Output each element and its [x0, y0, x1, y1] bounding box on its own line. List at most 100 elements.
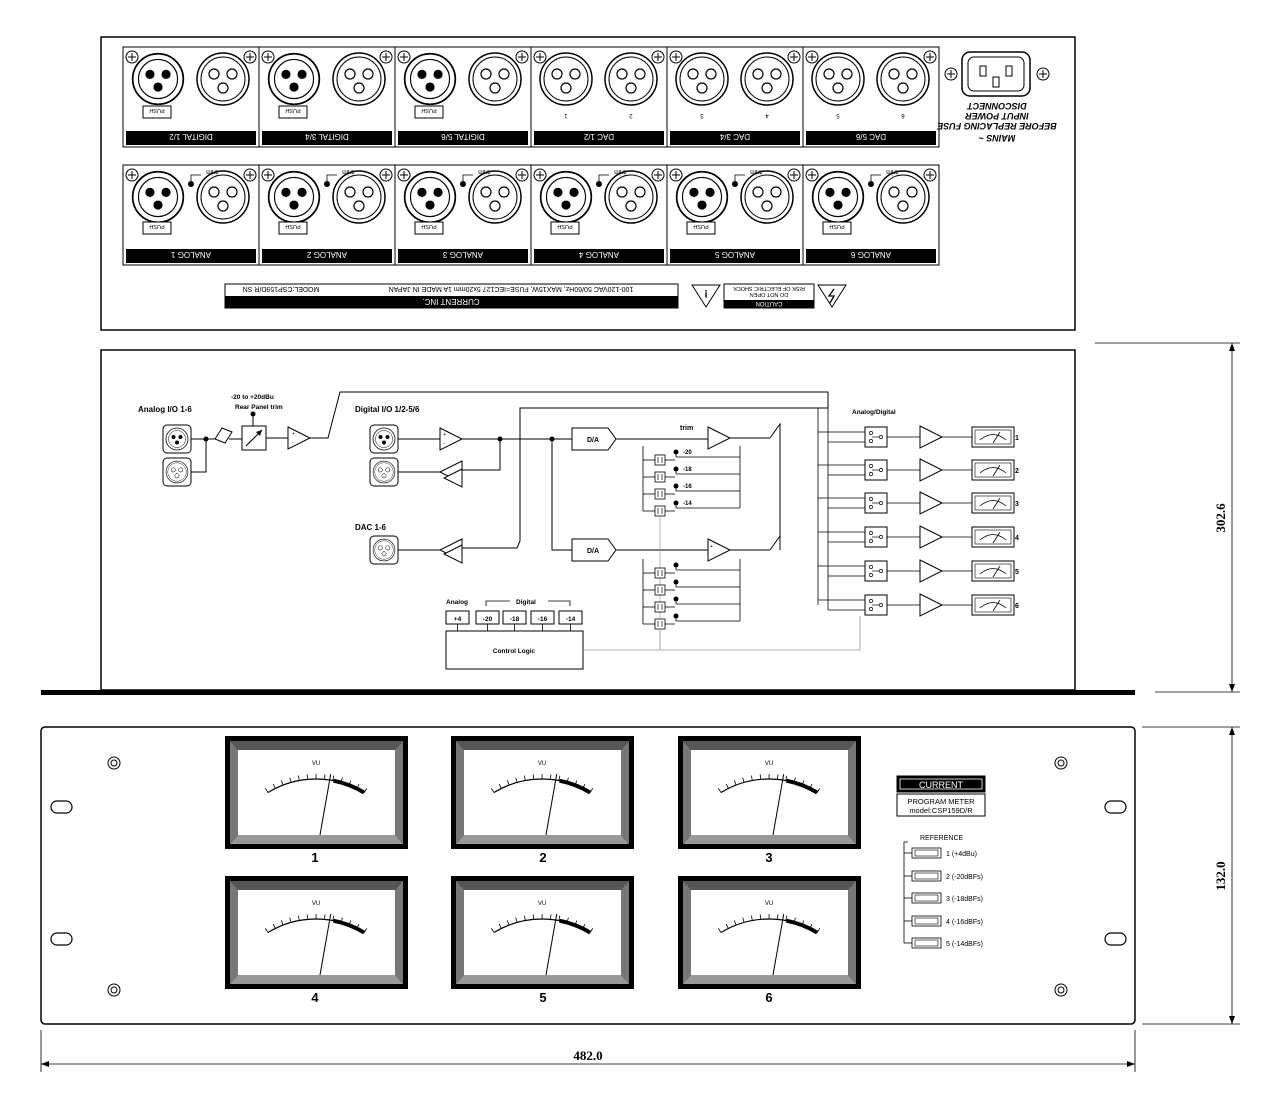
reference-item[interactable]: 5 (-14dBFs)	[904, 937, 983, 949]
vu-label: VU	[312, 761, 320, 767]
rear-block-label: ANALOG 1	[170, 250, 211, 259]
trim-range-label: -20 to +20dBu	[231, 394, 274, 401]
trim-level-label: -16	[683, 484, 692, 490]
brand-name: CURRENT	[919, 780, 964, 790]
reference-item[interactable]: 3 (-18dBFs)	[904, 892, 983, 904]
reference-button[interactable]: -18	[502, 610, 527, 625]
digital-group-label: Digital	[516, 599, 536, 606]
dac-number: 5	[836, 112, 840, 118]
reference-title: REFERENCE	[920, 835, 964, 842]
rear-block-label: ANALOG 5	[714, 250, 755, 259]
svg-text:-: -	[443, 441, 445, 447]
spec-line: 100-120VAC 50/60Hz, MAX15W, FUSE=IEC127 …	[389, 285, 634, 292]
caution-line-1: RISK OF ELECTRIC SHOCK	[733, 285, 805, 291]
rear-block-label: ANALOG 4	[578, 250, 619, 259]
rear-trim-label: Rear Panel trim	[235, 404, 283, 411]
trim-label: trim	[886, 168, 898, 175]
dac-io-label: DAC 1-6	[355, 523, 387, 532]
vu-label: VU	[312, 901, 320, 907]
channel-number: 5	[1015, 569, 1019, 576]
front-screw	[1054, 983, 1068, 997]
meter-number: 3	[765, 850, 772, 865]
front-screw	[1054, 756, 1068, 770]
reference-button[interactable]: -14	[558, 610, 583, 625]
vu-label: VU	[765, 901, 773, 907]
trim-level-label: -14	[683, 501, 692, 507]
vu-meter-5: VU	[451, 876, 634, 989]
push-label: PUSH	[149, 107, 164, 113]
reference-item[interactable]: 1 (+4dBu)	[904, 847, 977, 859]
reference-buttons: +4 -20 -18 -16 -14	[445, 610, 583, 631]
reference-button[interactable]: +4	[445, 610, 470, 625]
fuse-warning-line-2: INPUT POWER	[965, 111, 1029, 121]
push-label: PUSH	[421, 223, 436, 229]
caution-line-2: DO NOT OPEN	[750, 291, 788, 297]
caution-label: ! DO NOT OPEN RISK OF ELECTRIC SHOCK CAU…	[691, 283, 847, 309]
channel-number: 2	[1015, 468, 1019, 475]
front-screw	[107, 983, 121, 997]
dac-number: 2	[629, 112, 633, 118]
trim-label: trim	[206, 168, 218, 175]
digital-io-label: Digital I/O 1/2-5/6	[355, 405, 420, 414]
meter-number: 4	[311, 990, 319, 1005]
push-label: PUSH	[285, 107, 300, 113]
da-label-upper: D/A	[587, 437, 599, 444]
rack-slot	[50, 932, 73, 946]
dimension-lines	[40, 342, 1240, 1072]
analog-digital-label: Analog/Digital	[852, 409, 896, 416]
vu-label: VU	[538, 901, 546, 907]
fuse-warning-line-3: BEFORE REPLACING FUSE	[936, 121, 1057, 131]
rear-block-label: DAC 3/4	[719, 132, 750, 141]
channel-number: 6	[1015, 603, 1019, 610]
rack-slot	[1104, 932, 1127, 946]
push-label: PUSH	[421, 107, 436, 113]
push-label: PUSH	[829, 223, 844, 229]
brand-plate: CURRENT PROGRAM METER model:CSP159D/R	[896, 775, 986, 817]
push-label: PUSH	[149, 223, 164, 229]
dac-number: 3	[700, 112, 704, 118]
meter-number: 5	[539, 990, 546, 1005]
rack-slot	[1104, 800, 1127, 814]
reference-item[interactable]: 4 (-16dBFs)	[904, 915, 983, 927]
control-logic-label: Control Logic	[493, 648, 536, 655]
svg-text:+: +	[710, 544, 713, 550]
model-name: model:CSP159D/R	[909, 806, 973, 815]
company-name: CURRENT INC.	[422, 297, 479, 306]
trim-label: trim	[342, 168, 354, 175]
model-title: PROGRAM METER	[907, 797, 975, 806]
block-diagram: Analog I/O 1-6 -20 to +20dBu Rear Panel …	[100, 349, 1076, 691]
reference-button-label: +4	[454, 616, 462, 623]
trim-label: trim	[478, 168, 490, 175]
reference-button-label: -16	[538, 616, 548, 623]
reference-button[interactable]: -20	[475, 610, 500, 625]
da-label-lower: D/A	[587, 548, 599, 555]
svg-text:-: -	[292, 440, 294, 446]
fuse-warning: MAINS ~ BEFORE REPLACING FUSE INPUT POWE…	[936, 101, 1057, 143]
meter-number: 1	[311, 850, 318, 865]
svg-text:+: +	[292, 431, 295, 437]
reference-item[interactable]: 2 (-20dBFs)	[904, 870, 983, 882]
model-line: MODEL:CSP159D/R SN	[243, 285, 320, 292]
power-inlet	[944, 51, 1050, 97]
svg-text:+: +	[443, 432, 446, 438]
vu-meter-1: VU	[225, 736, 408, 849]
reference-button-label: -20	[483, 616, 493, 623]
reference-item-label: 5 (-14dBFs)	[946, 941, 983, 948]
reference-button[interactable]: -16	[530, 610, 555, 625]
fuse-warning-line-1: DISCONNECT	[966, 101, 1027, 111]
reference-button-label: -18	[510, 616, 520, 623]
channel-number: 4	[1015, 535, 1019, 542]
